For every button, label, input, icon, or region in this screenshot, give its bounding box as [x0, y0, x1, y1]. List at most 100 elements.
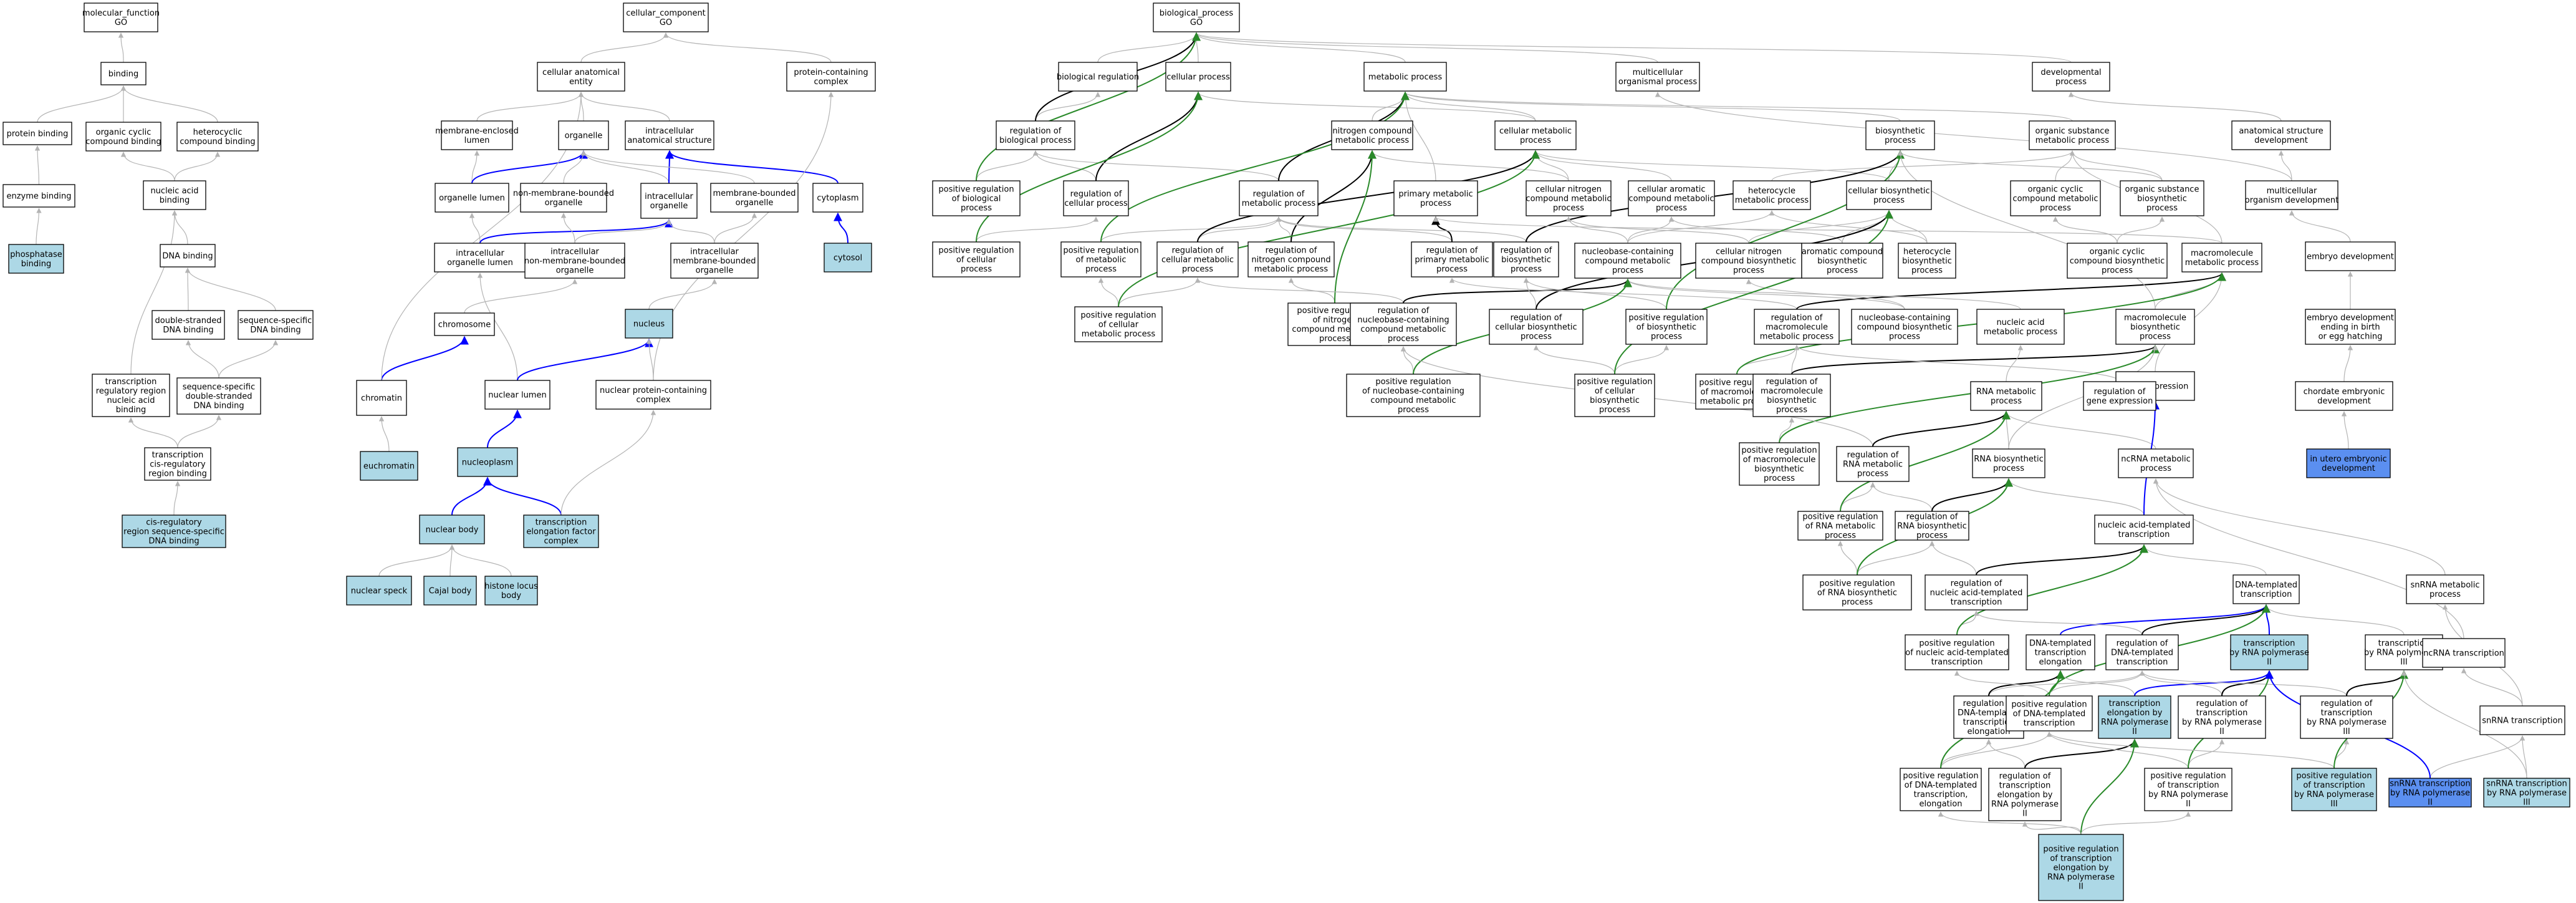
term-node-ncrnat[interactable]: ncRNA transcription: [2422, 638, 2506, 668]
term-node-binding[interactable]: binding: [100, 62, 147, 85]
term-node-nlumen[interactable]: nuclear lumen: [484, 380, 550, 410]
term-node-euchr[interactable]: euchromatin: [360, 451, 418, 481]
term-node-nbody[interactable]: nuclear body: [419, 514, 485, 544]
term-node-protbind[interactable]: protein binding: [2, 122, 72, 145]
term-node-orglum[interactable]: organelle lumen: [435, 183, 509, 213]
term-node-snrnat[interactable]: snRNA transcription: [2479, 705, 2565, 735]
term-node-nucleus[interactable]: nucleus: [625, 309, 673, 339]
term-node-cytosol[interactable]: cytosol: [824, 243, 872, 273]
term-node-org[interactable]: organelle: [558, 120, 609, 150]
term-node-chrs[interactable]: chromosome: [434, 312, 495, 336]
term-node-embd[interactable]: embryo development: [2305, 241, 2396, 271]
term-node-cajal[interactable]: Cajal body: [423, 576, 477, 606]
term-node-breg[interactable]: biological regulation: [1057, 62, 1139, 92]
term-node-dnab[interactable]: DNA binding: [160, 244, 216, 268]
